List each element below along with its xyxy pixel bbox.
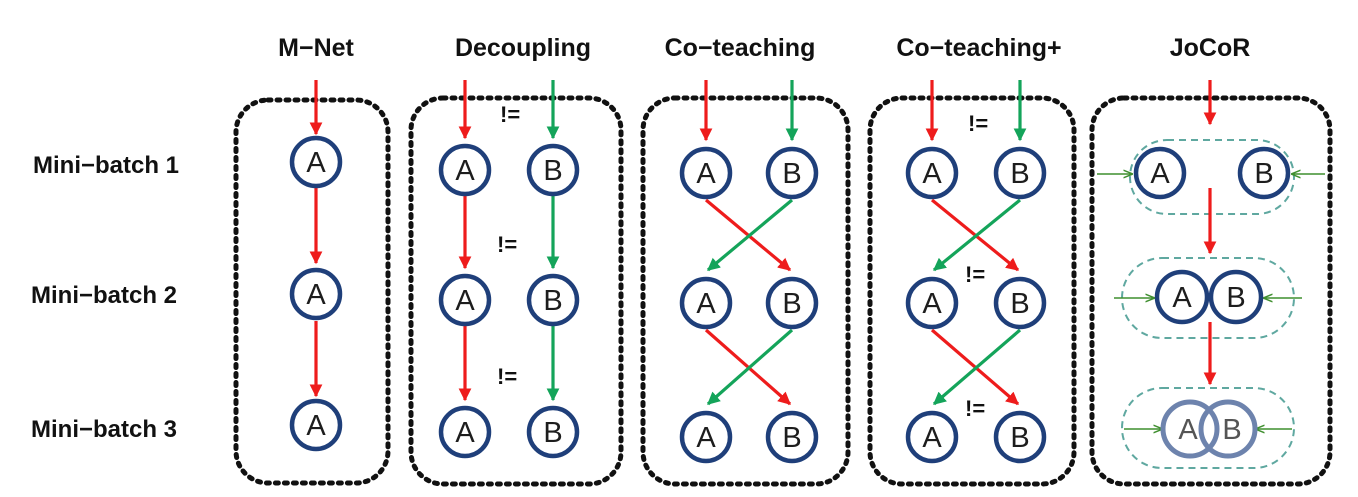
decoupling-node-b-1: B [526, 143, 580, 197]
panel-jocor [1089, 95, 1333, 487]
coteaching-node-a-1: A [679, 146, 733, 200]
coteaching-node-b-1: B [765, 146, 819, 200]
coteaching-cross-b-to-a-1 [706, 198, 794, 272]
decoupling-node-a-1: A [438, 143, 492, 197]
panel-mnet [233, 97, 391, 486]
coteaching-plus-cross-b-to-a-1 [932, 198, 1022, 272]
svg-text:B: B [1226, 282, 1245, 314]
title-mnet: M−Net [278, 34, 354, 62]
decoupling-neq-3: != [497, 364, 517, 389]
svg-text:A: A [696, 158, 716, 190]
coteaching-node-a-3: A [679, 410, 733, 464]
jocor-node-a-1: A [1133, 146, 1187, 200]
title-coteaching: Co−teaching [665, 34, 816, 62]
coteaching-plus-node-b-3: B [993, 410, 1047, 464]
coteaching-plus-cross-b-to-a-2 [932, 328, 1022, 406]
coteaching-plus-node-b-1: B [993, 146, 1047, 200]
svg-text:B: B [782, 422, 801, 454]
decoupling-neq-2: != [497, 232, 517, 257]
coteaching-plus-node-a-2: A [905, 276, 959, 330]
decoupling-node-a-2: A [438, 273, 492, 327]
jocor-node-b-3: B [1198, 399, 1258, 459]
jocor-node-a-2: A [1154, 269, 1210, 325]
svg-text:A: A [306, 410, 326, 442]
svg-text:B: B [1010, 158, 1029, 190]
svg-text:A: A [1178, 414, 1198, 446]
svg-text:B: B [543, 285, 562, 317]
coteaching-plus-neq-2: != [965, 262, 985, 287]
coteaching-node-b-3: B [765, 410, 819, 464]
decoupling-neq-1: != [500, 102, 520, 127]
svg-text:A: A [306, 279, 326, 311]
svg-text:A: A [696, 288, 716, 320]
coteaching-cross-b-to-a-2 [706, 328, 794, 406]
svg-text:A: A [1150, 158, 1170, 190]
svg-text:B: B [782, 158, 801, 190]
panel-coteaching [640, 95, 851, 487]
decoupling-node-b-3: B [526, 405, 580, 459]
svg-text:A: A [696, 422, 716, 454]
coteaching-plus-node-a-3: A [905, 410, 959, 464]
panel-decoupling [408, 95, 624, 487]
svg-text:B: B [1010, 288, 1029, 320]
row-label-mini-batch-1: Mini−batch 1 [33, 152, 179, 179]
decoupling-node-a-3: A [438, 405, 492, 459]
jocor-group-3 [1121, 387, 1295, 469]
svg-text:A: A [922, 288, 942, 320]
title-jocor: JoCoR [1170, 34, 1251, 62]
svg-text:B: B [1254, 158, 1273, 190]
row-label-mini-batch-2: Mini−batch 2 [31, 282, 177, 309]
svg-text:B: B [1222, 414, 1241, 446]
coteaching-plus-node-b-2: B [993, 276, 1047, 330]
svg-text:A: A [455, 155, 475, 187]
svg-text:A: A [306, 147, 326, 179]
svg-text:A: A [922, 422, 942, 454]
mnet-node-a-1: A [289, 135, 343, 189]
coteaching-plus-node-a-1: A [905, 146, 959, 200]
row-label-mini-batch-3: Mini−batch 3 [31, 416, 177, 443]
jocor-node-b-1: B [1237, 146, 1291, 200]
decoupling-node-b-2: B [526, 273, 580, 327]
title-coteaching-plus: Co−teaching+ [896, 34, 1061, 62]
svg-text:B: B [782, 288, 801, 320]
coteaching-node-a-2: A [679, 276, 733, 330]
svg-text:A: A [922, 158, 942, 190]
svg-text:A: A [455, 417, 475, 449]
svg-text:A: A [455, 285, 475, 317]
svg-text:A: A [1172, 282, 1192, 314]
svg-text:B: B [543, 417, 562, 449]
mnet-node-a-3: A [289, 398, 343, 452]
coteaching-node-b-2: B [765, 276, 819, 330]
svg-text:B: B [1010, 422, 1029, 454]
svg-text:B: B [543, 155, 562, 187]
coteaching-plus-neq-3: != [965, 396, 985, 421]
panel-coteaching-plus [867, 95, 1077, 487]
mnet-node-a-2: A [289, 267, 343, 321]
coteaching-plus-neq-1: != [968, 111, 988, 136]
jocor-node-b-2: B [1208, 269, 1264, 325]
title-decoupling: Decoupling [455, 34, 591, 62]
jocor-node-a-3: A [1160, 399, 1220, 459]
